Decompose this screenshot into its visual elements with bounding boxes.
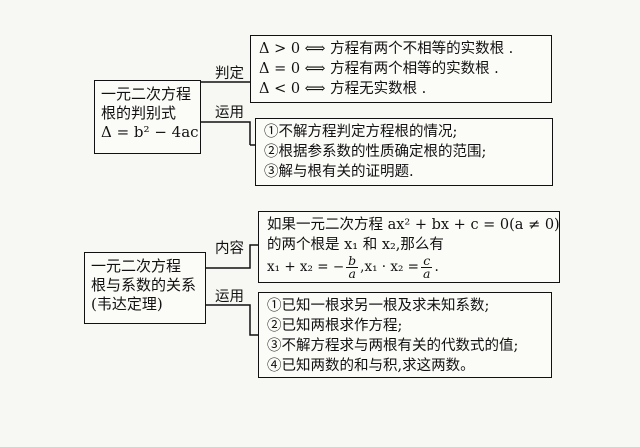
prod-prefix: ,x₁ · x₂ =: [360, 259, 419, 275]
apply2-box: ①已知一根求另一根及求未知系数; ②已知两根求作方程; ③不解方程求与两根有关的…: [258, 292, 552, 378]
content-box: 如果一元二次方程 ax² + bx + c = 0(a ≠ 0) 的两个根是 x…: [258, 211, 560, 283]
connector-apply2: [205, 304, 258, 336]
apply1-box: ①不解方程判定方程根的情况; ②根据参系数的性质确定根的范围; ③解与根有关的证…: [255, 118, 553, 186]
edge-label-judge: 判定: [215, 66, 244, 82]
sum-prefix: x₁ + x₂ = −: [267, 259, 345, 275]
node1-line: 一元二次方程: [101, 85, 192, 103]
node2-line: 一元二次方程: [91, 257, 182, 275]
discriminant-node: 一元二次方程 根的判别式 Δ = b² − 4ac: [94, 80, 201, 154]
node1-formula: Δ = b² − 4ac: [101, 123, 199, 141]
apply2-line: ②已知两根求作方程;: [267, 318, 403, 334]
edge-label-content: 内容: [215, 241, 244, 257]
content-line2: 的两个根是 x₁ 和 x₂,那么有: [267, 237, 444, 253]
judge-line: Δ > 0 ⟺ 方程有两个不相等的实数根 .: [259, 41, 514, 57]
apply2-line: ④已知两数的和与积,求这两数。: [267, 358, 475, 374]
vieta-node: 一元二次方程 根与系数的关系 (韦达定理): [84, 252, 206, 324]
judge-box: Δ > 0 ⟺ 方程有两个不相等的实数根 . Δ = 0 ⟺ 方程有两个相等的实…: [250, 35, 552, 103]
apply1-line: ①不解方程判定方程根的情况;: [264, 124, 458, 140]
edge-label-apply2: 运用: [215, 289, 244, 305]
apply1-line: ③解与根有关的证明题.: [264, 164, 414, 180]
node1-line: 根的判别式: [101, 104, 177, 122]
apply2-line: ③不解方程求与两根有关的代数式的值;: [267, 338, 519, 354]
content-line1: 如果一元二次方程 ax² + bx + c = 0(a ≠ 0): [267, 217, 560, 233]
fraction-den: a: [423, 266, 431, 281]
fraction-num: b: [346, 253, 359, 268]
fraction-den: a: [348, 266, 356, 281]
connector-apply1: [195, 121, 251, 145]
judge-line: Δ < 0 ⟺ 方程无实数根 .: [259, 81, 427, 97]
fraction-num: c: [421, 253, 433, 268]
apply2-line: ①已知一根求另一根及求未知系数;: [267, 298, 490, 314]
node2-line: 根与系数的关系: [91, 276, 197, 294]
node2-line: (韦达定理): [91, 295, 163, 313]
apply1-line: ②根据参系数的性质确定根的范围;: [264, 144, 487, 160]
formula-end: .: [434, 259, 439, 275]
edge-label-apply1: 运用: [215, 105, 244, 121]
judge-line: Δ = 0 ⟺ 方程有两个相等的实数根 .: [259, 61, 499, 77]
